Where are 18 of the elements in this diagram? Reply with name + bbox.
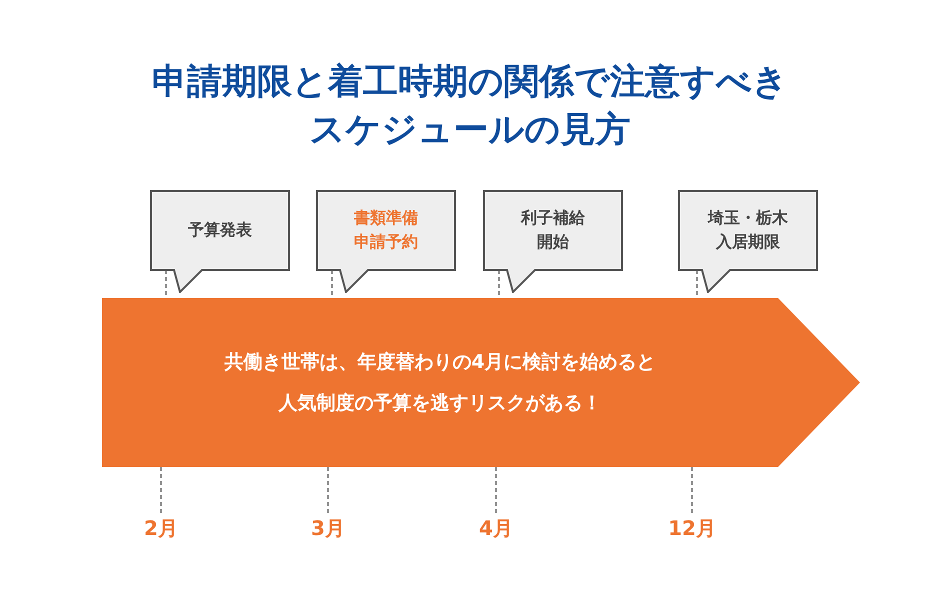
dashed-line (327, 467, 329, 513)
bubble-text: 利子補給開始 (520, 207, 586, 253)
month-label: 3月 (298, 513, 358, 543)
dashed-line (495, 467, 497, 513)
dashed-line (691, 467, 693, 513)
bubble-text: 埼玉・栃木入居期限 (706, 207, 789, 253)
arrow-text: 共働き世帯は、年度替わりの4月に検討を始めると人気制度の予算を逃すリスクがある！ (223, 350, 657, 416)
dashed-line (498, 270, 500, 298)
month-label: 4月 (466, 513, 526, 543)
dashed-line (696, 270, 698, 298)
month-label: 2月 (131, 513, 191, 543)
bubble-text: 予算発表 (187, 219, 253, 241)
title: 申請期限と着工時期の関係で注意すべきスケジュールの見方 (151, 61, 789, 152)
dashed-line (160, 467, 162, 513)
dashed-line (165, 270, 167, 298)
bubble-text: 書類準備申請予約 (353, 207, 419, 253)
month-label: 12月 (662, 513, 722, 543)
dashed-line (331, 270, 333, 298)
